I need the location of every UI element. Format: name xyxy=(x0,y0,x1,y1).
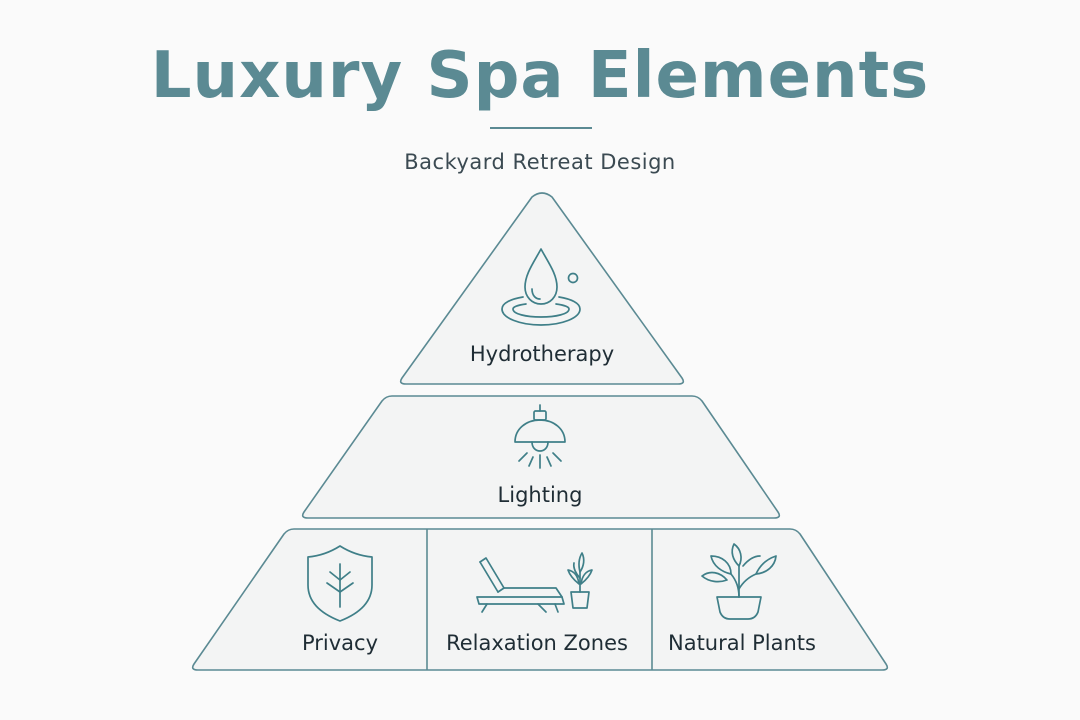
tier-label-lighting: Lighting xyxy=(497,483,583,507)
page-subtitle: Backyard Retreat Design xyxy=(404,150,676,174)
tier-label-hydrotherapy: Hydrotherapy xyxy=(469,342,615,366)
pendant-lamp-icon xyxy=(514,404,566,469)
shield-leaf-icon xyxy=(307,545,373,622)
potted-plant-icon xyxy=(701,543,777,620)
tier-label-natural-plants: Natural Plants xyxy=(668,631,816,655)
pyramid-tier-top xyxy=(399,192,685,385)
tier-label-privacy: Privacy xyxy=(301,631,379,655)
lounge-chair-plant-icon xyxy=(476,552,593,613)
page-title: Luxury Spa Elements xyxy=(150,39,930,113)
tier-label-relaxation-zones: Relaxation Zones xyxy=(446,631,628,655)
pyramid-tier-middle xyxy=(301,395,781,519)
pyramid-tier-base xyxy=(191,528,889,671)
title-underline xyxy=(490,127,592,129)
water-drop-icon xyxy=(501,248,581,326)
